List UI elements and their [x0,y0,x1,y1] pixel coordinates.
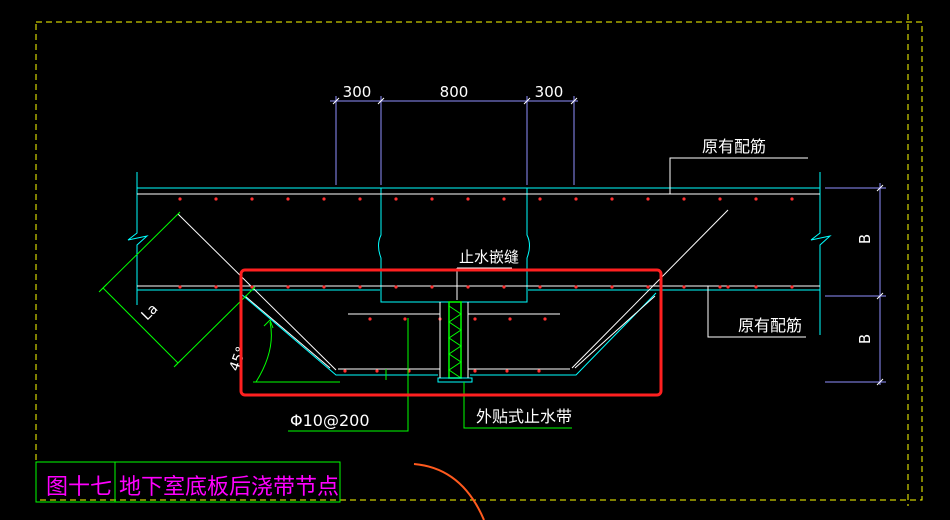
label-waterstop-seam: 止水嵌缝 [459,248,519,266]
rebar-dot [574,197,578,201]
rebar-dot [214,285,218,289]
dimension-middle: 800 [440,83,469,101]
rebar-dot [286,197,290,201]
label-external-waterstop: 外贴式止水带 [476,407,572,426]
rebar-dot [403,317,407,321]
leader-rebar-spec [288,318,409,432]
rebar-dot [754,285,758,289]
rebar-dot [178,197,182,201]
rebar-dot [646,197,650,201]
rebar-dot [754,197,758,201]
rebar-dot [508,317,512,321]
rebar-dot [430,285,434,289]
rebar-dot [343,369,347,373]
rebar-dot [538,285,542,289]
rebar-dot [286,285,290,289]
rebar-dot [250,285,254,289]
rebar-dot [430,197,434,201]
rebar-dot [682,197,686,201]
rebar-dot [473,317,477,321]
title-block [35,461,341,503]
dimension-chain [330,96,578,185]
rebar-dot [375,369,379,373]
label-existing-rebar-bottom: 原有配筋 [738,316,802,335]
leader-existing-rebar-bottom [707,286,806,338]
label-rebar-spec: Φ10@200 [290,411,370,430]
waterstop-seam-column [437,301,473,383]
rebar-dot [502,285,506,289]
rebar-dot [610,197,614,201]
dimension-left: 300 [343,83,372,101]
rebar-dot [790,285,794,289]
drawing-title: 图十七 地下室底板后浇带节点 [46,475,339,500]
rebar-dot [505,369,509,373]
leader-existing-rebar-top [669,157,808,194]
rebar-dot [466,285,470,289]
rebar-dot [368,317,372,321]
rebar-dot [543,317,547,321]
rebar-dot [682,285,686,289]
markup-arc [413,463,485,520]
rebar-dot [538,197,542,201]
drawing-frame [35,21,923,501]
rebar-dot [394,285,398,289]
rebar-dot [502,197,506,201]
rebar-dot [358,285,362,289]
rebar-dot [473,369,477,373]
rebar-dot [610,285,614,289]
rebar-lines [137,193,820,371]
rebar-dot [718,197,722,201]
rebar-dot [178,285,182,289]
leader-waterstop-seam [456,267,512,300]
rebar-dot [250,197,254,201]
rebar-dot [214,197,218,201]
dimension-right: 300 [535,83,564,101]
rebar-dot [718,285,722,289]
rebar-dot [322,197,326,201]
rebar-dots [178,197,794,373]
highlight-box [239,268,663,397]
rebar-dot [646,285,650,289]
angle-indicator [253,319,340,383]
slab-outline [127,172,832,376]
rebar-dot [358,197,362,201]
rebar-dot [790,197,794,201]
rebar-dot [394,197,398,201]
leader-external-waterstop [463,382,572,429]
rebar-dot [726,285,730,289]
rebar-dot [466,197,470,201]
label-thickness-bottom: B [856,334,874,344]
label-angle: 45° [227,345,251,374]
label-thickness-top: B [856,234,874,244]
rebar-dot [322,285,326,289]
rebar-dot [537,369,541,373]
rebar-dot [574,285,578,289]
label-lap-length: La [139,301,162,324]
thickness-dimension [825,183,886,386]
label-existing-rebar-top: 原有配筋 [702,137,766,156]
